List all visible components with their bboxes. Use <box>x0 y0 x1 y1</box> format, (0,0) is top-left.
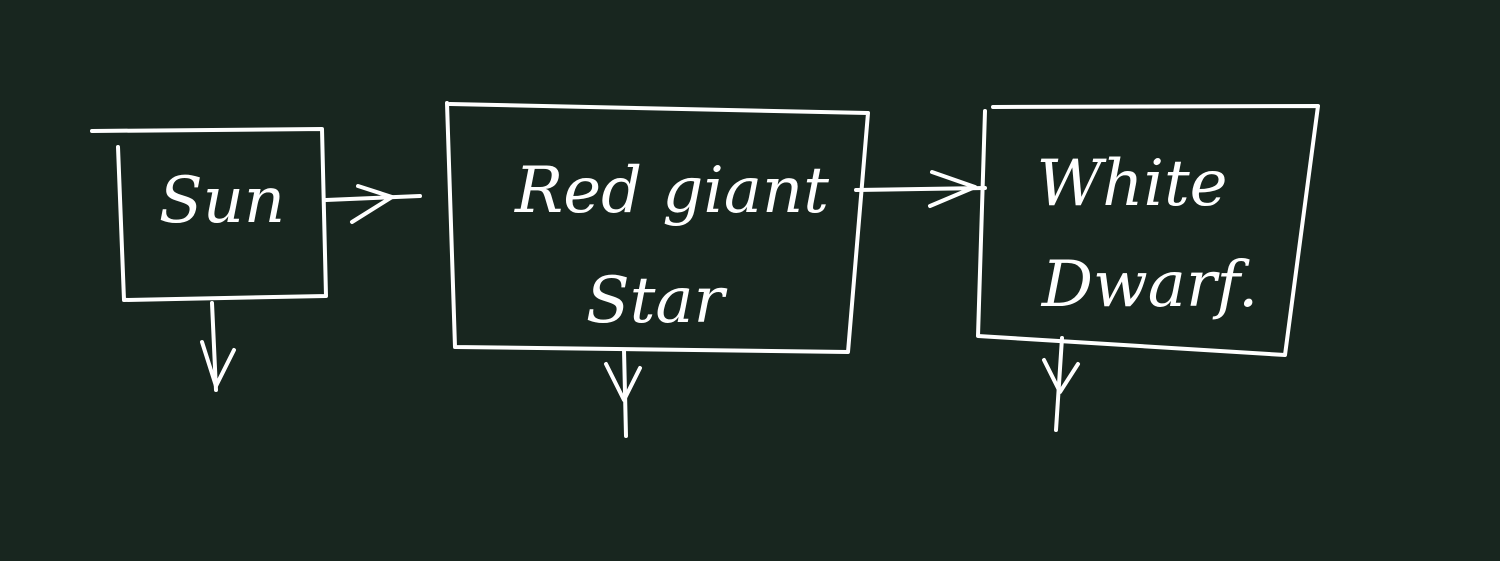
node-red-giant-label-line2: Star <box>586 264 728 338</box>
arrow-line <box>324 194 422 202</box>
down-arrow-white-dwarf <box>1042 336 1080 432</box>
node-white-dwarf-box <box>976 104 1320 357</box>
down-arrow-red-giant <box>604 348 642 438</box>
node-red-giant-label-line1: Red giant <box>514 154 829 228</box>
node-sun-box <box>90 127 328 302</box>
down-arrow-head <box>1042 358 1080 394</box>
down-arrow-line <box>210 301 218 392</box>
down-arrow-line <box>622 348 628 438</box>
arrow-head <box>350 184 394 224</box>
arrow-head <box>928 170 977 208</box>
node-white-dwarf: White Dwarf. <box>976 104 1320 357</box>
node-red-giant-box <box>445 101 870 354</box>
edge-sun-to-red-giant <box>324 184 422 224</box>
node-sun-label: Sun <box>159 164 285 238</box>
node-white-dwarf-label-line2: Dwarf. <box>1041 248 1259 322</box>
down-arrow-sun <box>200 301 236 392</box>
arrow-line <box>854 186 987 192</box>
node-red-giant: Red giant Star <box>445 101 870 354</box>
down-arrow-head <box>604 362 642 402</box>
node-white-dwarf-label-line1: White <box>1036 147 1227 221</box>
node-sun: Sun <box>90 127 328 302</box>
edge-red-giant-to-white-dwarf <box>854 170 987 208</box>
down-arrow-head <box>200 340 236 388</box>
down-arrow-line <box>1054 336 1064 432</box>
